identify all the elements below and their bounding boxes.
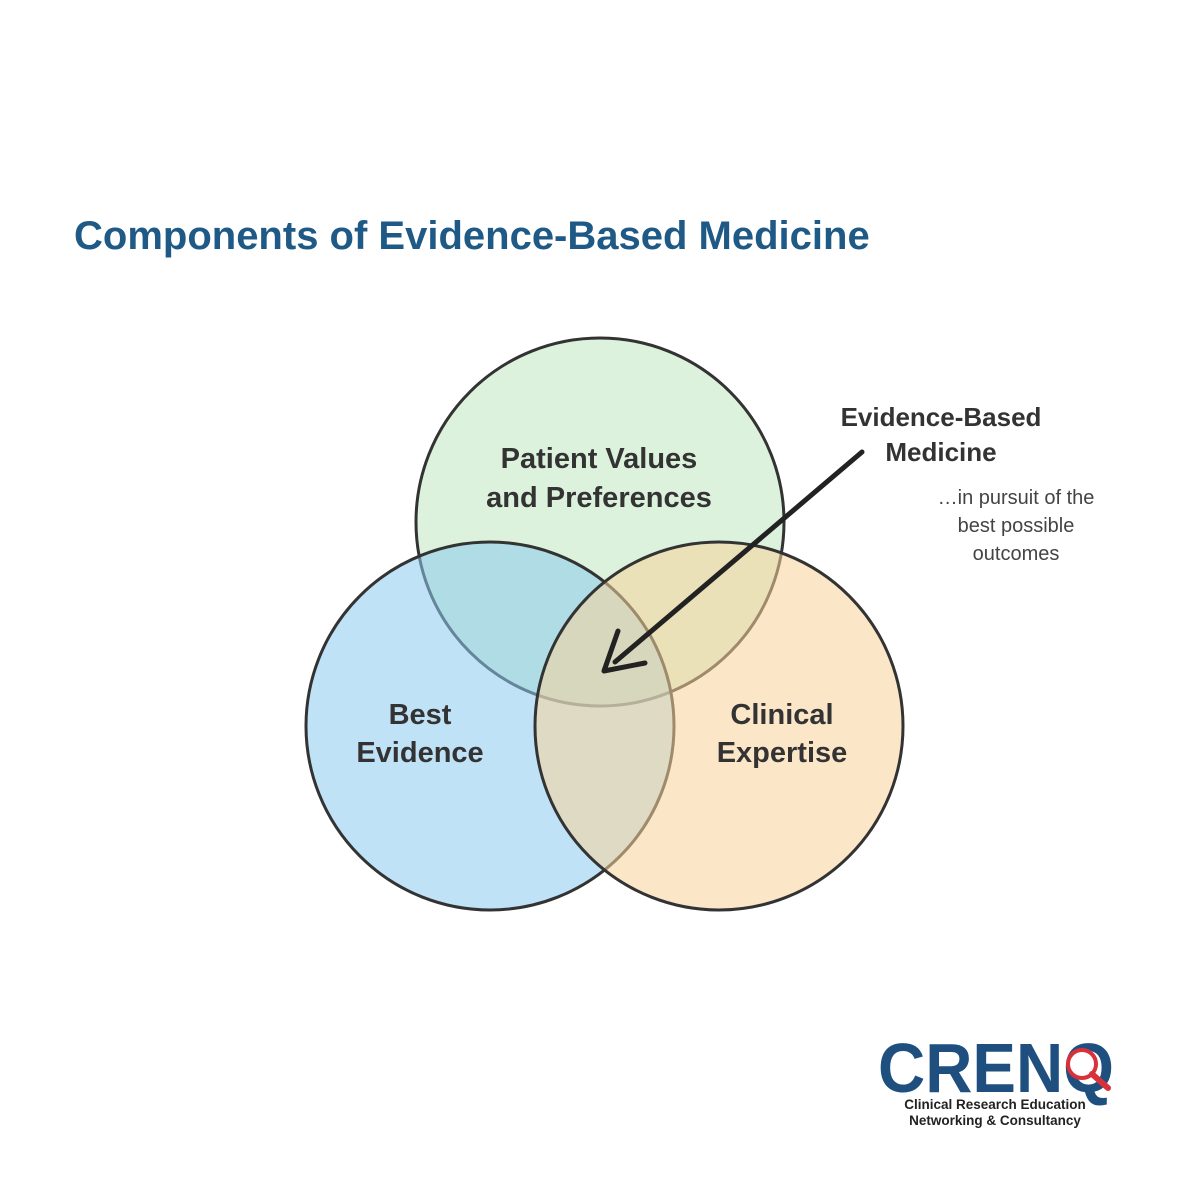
- venn-circles: [304, 336, 905, 912]
- patient-label-line1: Patient Values: [501, 443, 698, 475]
- ebm-label-line2: Medicine: [885, 437, 996, 467]
- evidence-label-line1: Best: [389, 699, 452, 731]
- logo-tagline: Clinical Research Education Networking &…: [880, 1097, 1110, 1129]
- arrow-shaft: [612, 449, 865, 665]
- clinical-label-line1: Clinical: [730, 699, 833, 731]
- pointer-arrow: [601, 449, 865, 674]
- patient-label-line2: and Preferences: [486, 482, 712, 514]
- evidence-label-line2: Evidence: [356, 737, 483, 769]
- arrow-head-icon: [601, 628, 648, 674]
- outcome-note-line3: outcomes: [973, 543, 1060, 565]
- diagram-title: Components of Evidence-Based Medicine: [74, 214, 870, 258]
- ebm-label-line1: Evidence-Based: [841, 402, 1042, 432]
- outcome-note-line1: …in pursuit of the: [938, 487, 1095, 509]
- circle-clinical-expertise: [533, 540, 905, 912]
- logo-tagline-line2: Networking & Consultancy: [909, 1113, 1081, 1128]
- clinical-label-line2: Expertise: [717, 737, 848, 769]
- outcome-note-line2: best possible: [958, 515, 1075, 537]
- crenq-logo: CRENQ: [878, 1030, 1114, 1107]
- magnifier-icon: [1066, 1048, 1111, 1091]
- logo-tagline-line1: Clinical Research Education: [904, 1097, 1086, 1112]
